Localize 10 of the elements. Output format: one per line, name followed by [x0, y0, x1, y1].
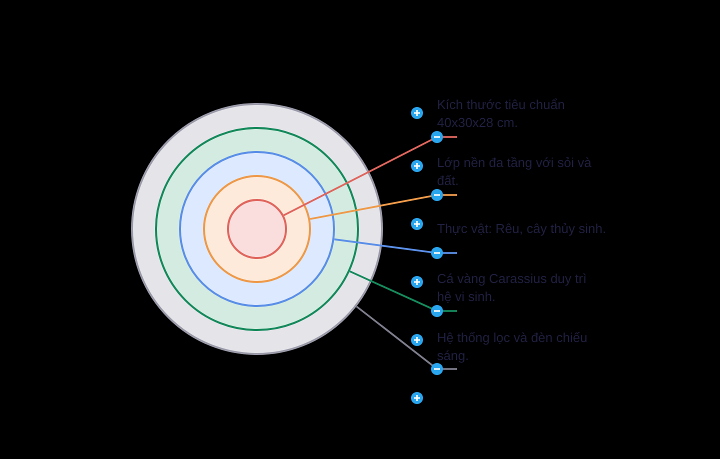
label-text: Lớp nền đa tầng với sỏi và đất. — [437, 155, 592, 188]
leader-line — [283, 136, 457, 216]
label-text: Thực vật: Rêu, cây thủy sinh. — [437, 221, 606, 236]
label-text: Kích thước tiêu chuẩn 40x30x28 cm. — [437, 97, 565, 130]
leader-line — [356, 306, 457, 370]
label-text: Hệ thống lọc và đèn chiếu sáng. — [437, 330, 588, 363]
leader-line — [310, 194, 457, 220]
leader-line — [334, 238, 457, 254]
label-text: Cá vàng Carassius duy trì hệ vi sinh. — [437, 271, 587, 304]
leader-line — [349, 270, 457, 312]
